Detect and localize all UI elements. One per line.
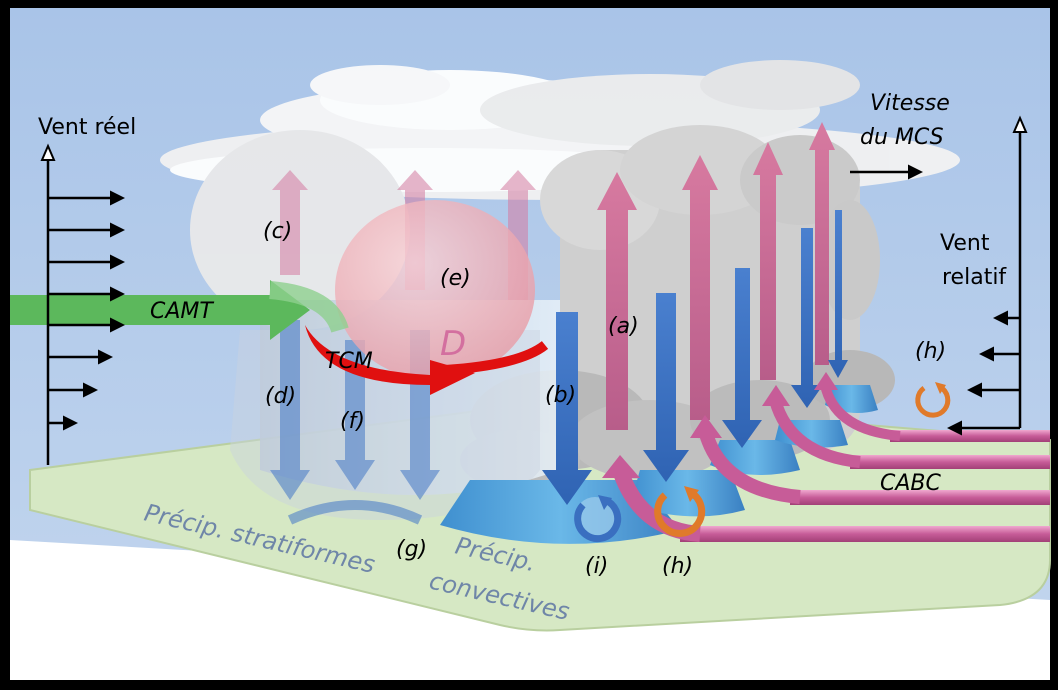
- vortex-i-icon: [574, 495, 622, 543]
- label-i: (i): [585, 554, 608, 579]
- convective-downdrafts: [542, 210, 848, 505]
- vortex-h-bottom-icon: [654, 486, 706, 537]
- vortex-h-right-icon: [915, 382, 951, 418]
- label-camt: CAMT: [150, 299, 214, 324]
- label-vent-relatif-2: relatif: [942, 265, 1007, 290]
- label-d-paren: (d): [265, 384, 296, 409]
- label-g: (g): [396, 537, 427, 562]
- vent-reel-profile: [40, 143, 125, 465]
- convective-updrafts: [597, 122, 835, 430]
- label-f: (f): [340, 409, 365, 434]
- label-h-right: (h): [915, 339, 946, 364]
- mesolow-bubble: [335, 200, 535, 380]
- label-vent-reel: Vent réel: [38, 115, 136, 140]
- label-e: (e): [440, 266, 471, 291]
- tcm-arrow: [305, 325, 475, 395]
- label-vent-relatif-1: Vent: [940, 231, 990, 256]
- label-vitesse-2: du MCS: [860, 125, 944, 150]
- label-h-bottom: (h): [662, 554, 693, 579]
- vent-relatif-profile: [947, 115, 1028, 436]
- label-a: (a): [608, 314, 639, 339]
- label-d: D: [440, 324, 466, 364]
- label-tcm: TCM: [325, 349, 373, 374]
- label-cabc: CABC: [880, 471, 942, 496]
- label-vitesse-1: Vitesse: [870, 91, 950, 116]
- label-b: (b): [545, 383, 576, 408]
- label-c: (c): [263, 219, 292, 244]
